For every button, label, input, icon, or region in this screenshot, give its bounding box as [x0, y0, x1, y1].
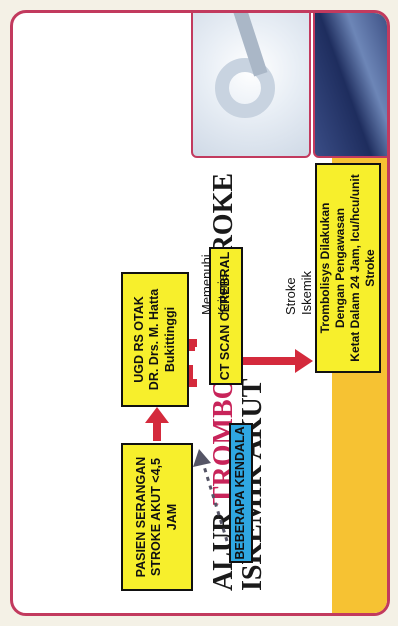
arrow-ugd-ct-vertical — [189, 343, 195, 351]
arrow-patient-to-ugd — [145, 407, 169, 441]
arrow-kendala — [193, 449, 229, 542]
arrow-ugd-to-ct-main — [189, 379, 197, 387]
poster-card: ALUR TROMBOLISYS STROKE ISKEMIK AKUT PAS… — [10, 10, 390, 616]
flow-arrows — [145, 339, 313, 542]
arrow-vertical-ugd-ct — [189, 365, 193, 373]
arrow-ct-to-trombolisys — [243, 349, 313, 373]
flow-arrows-main — [189, 365, 197, 387]
